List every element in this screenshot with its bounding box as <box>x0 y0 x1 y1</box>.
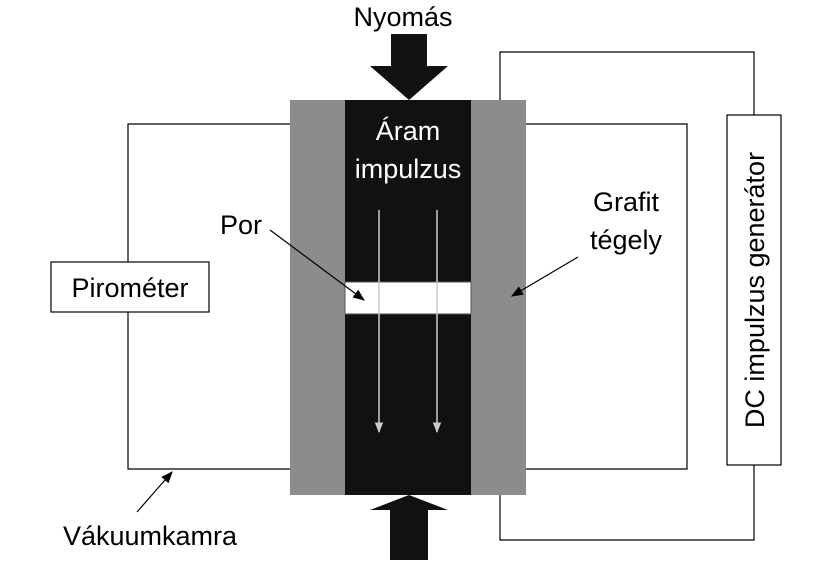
vacuum-chamber-label: Vákuumkamra <box>63 521 238 551</box>
dc-circuit-wires <box>499 51 755 541</box>
pressure-arrow-bottom <box>370 495 448 560</box>
graphite-leader-arrow <box>510 256 579 297</box>
vacuum-leader-arrow <box>136 471 173 513</box>
dc-generator-label: DC impulzus generátor <box>740 152 770 428</box>
pressure-arrow-top <box>370 34 448 100</box>
pyrometer-label: Pirométer <box>71 273 188 303</box>
graphite-label-2: tégely <box>590 225 663 255</box>
graphite-die-left <box>290 100 345 495</box>
current-pulse-label-2: impulzus <box>355 154 462 184</box>
powder-sample <box>344 281 472 315</box>
current-pulse-label-1: Áram <box>376 116 441 146</box>
pyrometer-box <box>50 261 210 313</box>
powder-label: Por <box>220 210 262 240</box>
dc-generator-box <box>726 114 782 466</box>
pressure-label: Nyomás <box>353 2 452 32</box>
graphite-label-1: Grafit <box>593 187 660 217</box>
graphite-die-right <box>471 100 526 495</box>
powder-leader-arrow <box>269 229 365 301</box>
